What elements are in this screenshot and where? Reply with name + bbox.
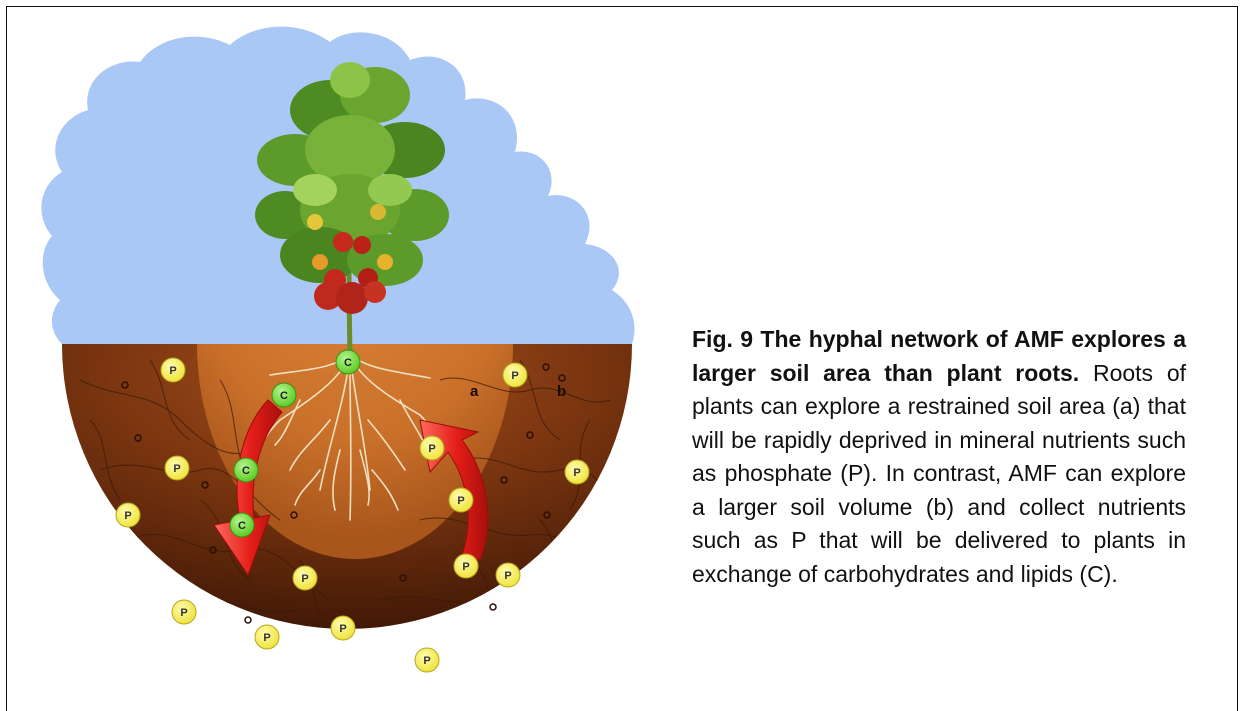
carbon-dot: C <box>272 383 296 407</box>
zone-b-label: b <box>557 383 566 400</box>
svg-text:P: P <box>169 365 176 377</box>
svg-text:C: C <box>242 465 250 477</box>
svg-text:P: P <box>124 510 131 522</box>
phosphate-dot: P <box>415 648 439 672</box>
svg-text:P: P <box>180 607 187 619</box>
phosphate-dot: P <box>293 566 317 590</box>
carbon-dot: C <box>234 458 258 482</box>
svg-text:P: P <box>339 623 346 635</box>
svg-text:P: P <box>301 573 308 585</box>
svg-text:P: P <box>423 655 430 667</box>
svg-text:P: P <box>428 443 435 455</box>
phosphate-dot: P <box>503 363 527 387</box>
svg-text:P: P <box>263 632 270 644</box>
svg-text:C: C <box>238 520 246 532</box>
svg-text:P: P <box>511 370 518 382</box>
phosphate-dot: P <box>255 625 279 649</box>
svg-text:P: P <box>462 561 469 573</box>
phosphate-dot: P <box>565 460 589 484</box>
figure-caption: Fig. 9 The hyphal network of AMF explore… <box>692 323 1186 591</box>
caption-body: Roots of plants can explore a restrained… <box>692 360 1186 587</box>
svg-text:C: C <box>344 357 352 369</box>
phosphate-dot: P <box>116 503 140 527</box>
svg-text:P: P <box>457 495 464 507</box>
phosphate-dot: P <box>331 616 355 640</box>
phosphate-dot: P <box>172 600 196 624</box>
phosphate-dot: P <box>454 554 478 578</box>
phosphate-dot: P <box>161 358 185 382</box>
zone-a-label: a <box>470 383 479 400</box>
carbon-dot: C <box>230 513 254 537</box>
svg-text:P: P <box>173 463 180 475</box>
phosphate-dot: P <box>420 436 444 460</box>
svg-text:P: P <box>573 467 580 479</box>
svg-text:P: P <box>504 570 511 582</box>
phosphate-dot: P <box>496 563 520 587</box>
svg-text:C: C <box>280 390 288 402</box>
carbon-dot: C <box>336 350 360 374</box>
phosphate-dot: P <box>165 456 189 480</box>
phosphate-dot: P <box>449 488 473 512</box>
